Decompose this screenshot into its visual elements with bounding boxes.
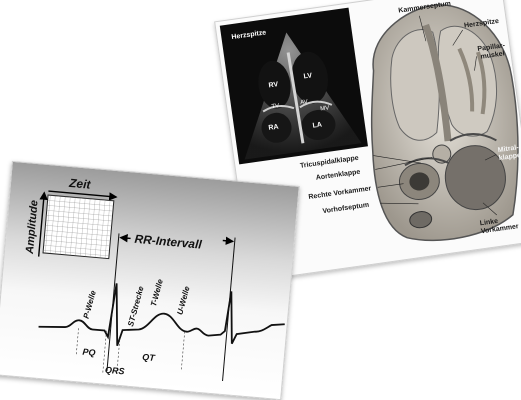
label-tricuspidalklappe: Tricuspidalklappe xyxy=(300,155,360,170)
label-p-welle: P-Welle xyxy=(82,289,98,320)
echo-label-lv: LV xyxy=(303,72,313,80)
rr-arrow-left xyxy=(121,238,131,239)
label-st-strecke: ST-Strecke xyxy=(126,285,146,328)
label-qrs: QRS xyxy=(105,365,125,377)
label-qt: QT xyxy=(142,352,157,363)
heart-illustration xyxy=(352,0,521,248)
label-rechte-vorkammer: Rechte Vorkammer xyxy=(308,185,372,201)
rr-arrow-right xyxy=(223,240,233,241)
echo-label-ra: RA xyxy=(268,124,279,132)
ecg-grid xyxy=(43,195,114,259)
echo-label-av: AV xyxy=(300,99,308,106)
label-pq: PQ xyxy=(82,347,96,358)
label-t-welle: T-Welle xyxy=(149,278,165,308)
echo-label-mv: MV xyxy=(320,105,330,112)
label-aortenklappe: Aortenklappe xyxy=(315,169,360,182)
label-zeit: Zeit xyxy=(68,176,92,192)
echo-label-la: LA xyxy=(312,121,322,129)
label-amplitude: Amplitude xyxy=(24,200,41,256)
echo-image: Herzspitze RV LV TV AV MV RA LA xyxy=(220,8,368,165)
label-vorhofseptum: Vorhofseptum xyxy=(322,202,369,215)
label-u-welle: U-Welle xyxy=(175,285,191,316)
label-rr-intervall: RR-Intervall xyxy=(134,232,203,252)
ecg-card: Zeit Amplitude RR-Intervall P-Welle ST-S… xyxy=(0,161,300,400)
ecg-figure: Zeit Amplitude RR-Intervall P-Welle ST-S… xyxy=(0,162,300,400)
echo-label-rv: RV xyxy=(268,81,279,89)
echo-label-tv: TV xyxy=(271,103,279,110)
